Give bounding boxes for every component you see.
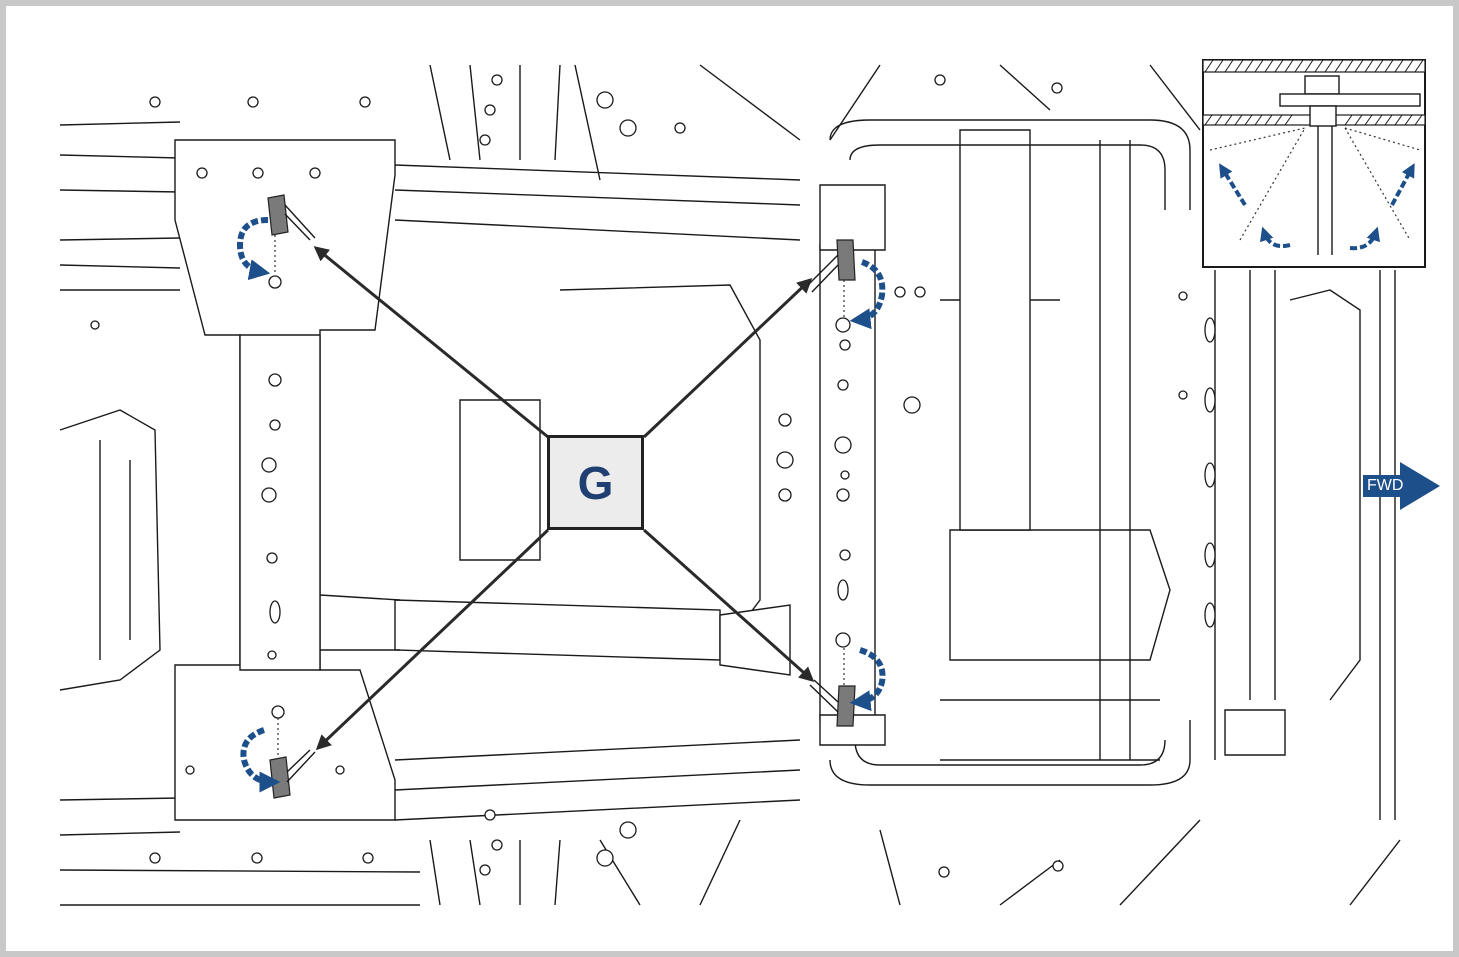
- chassis-lines: [59, 64, 1401, 906]
- rotate-arrow-icon: [849, 259, 886, 330]
- rotate-arrow-icon: [240, 727, 281, 793]
- clip-icon: [807, 239, 856, 293]
- inset-detail: [1202, 59, 1426, 268]
- left-crossmember: [90, 96, 396, 864]
- right-crossmember: [479, 74, 1216, 878]
- fwd-label: FWD: [1367, 477, 1404, 494]
- callout-box: G: [547, 435, 644, 530]
- clip-icon: [267, 194, 316, 241]
- rotate-arrow-icon: [849, 647, 886, 712]
- callout-pointers: [313, 246, 815, 751]
- callout-letter: G: [577, 456, 614, 509]
- rotate-arrow-icon: [236, 217, 271, 281]
- forward-arrow-icon: [1363, 462, 1440, 510]
